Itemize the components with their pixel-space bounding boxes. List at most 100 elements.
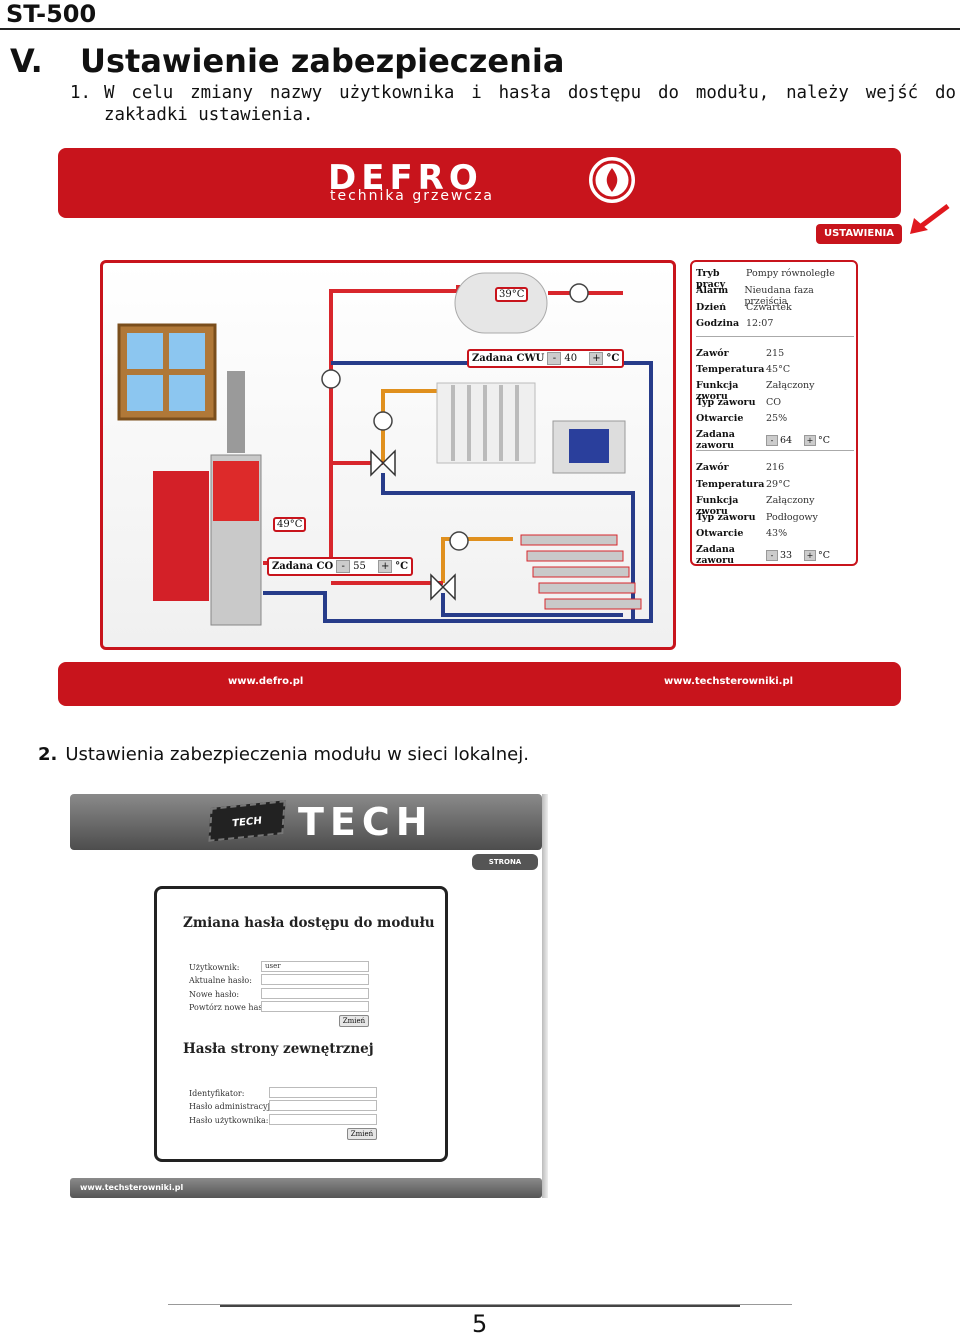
valve1-unit: °C — [818, 434, 831, 446]
heating-diagram: 39°C 49°C Zadana CWU - 40 + °C Zadana CO… — [100, 260, 676, 650]
identifier-label: Identyfikator: — [189, 1089, 245, 1098]
tank-temp: 39°C — [495, 287, 529, 302]
repeat-password-input[interactable] — [261, 1001, 369, 1012]
valve1-value: 215 — [766, 348, 785, 359]
home-button[interactable]: STRONA GŁÓWNA — [472, 854, 538, 882]
new-password-input[interactable] — [261, 988, 369, 999]
defro-footer: www.defro.pl www.techsterowniki.pl — [58, 662, 901, 706]
day-label: Dzień — [696, 302, 727, 313]
user-label: Użytkownik: — [189, 963, 240, 972]
section-number: V. — [10, 42, 43, 80]
change-password-button[interactable]: Zmień — [339, 1015, 369, 1027]
valve2-set-label: Zadana zaworu — [696, 544, 735, 566]
valve1-temp-value: 45°C — [766, 364, 791, 375]
valve1-open-label: Otwarcie — [696, 413, 744, 424]
change-external-button[interactable]: Zmień — [347, 1128, 377, 1140]
co-label: Zadana CO — [272, 561, 334, 572]
valve2-unit: °C — [818, 549, 831, 561]
document-title: ST-500 — [6, 0, 97, 28]
boiler-temp: 49°C — [273, 517, 307, 532]
alarm-value: Nieudana faza przejścia — [744, 285, 814, 307]
cwu-unit: °C — [606, 353, 620, 364]
valve1-func-value: Załączony — [766, 380, 815, 391]
co-setpoint: Zadana CO - 55 + °C — [267, 557, 414, 576]
valve1-set-label: Zadana zaworu — [696, 429, 735, 451]
time-label: Godzina — [696, 318, 740, 329]
valve1-type-value: CO — [766, 397, 782, 408]
tech-link[interactable]: www.techsterowniki.pl — [664, 676, 794, 687]
current-password-label: Aktualne hasło: — [189, 976, 252, 985]
red-arrow-icon — [910, 204, 950, 234]
user-input[interactable]: user — [261, 961, 369, 972]
chip-icon: TECH — [208, 800, 286, 842]
mode-value: Pompy równoległe — [746, 268, 835, 279]
section-heading: V. Ustawienie zabezpieczenia — [10, 42, 564, 80]
step-2-number: 2. — [38, 744, 58, 765]
valve2-temp-value: 29°C — [766, 479, 791, 490]
identifier-input[interactable] — [269, 1087, 377, 1098]
valve1-type-label: Typ zaworu — [696, 397, 756, 408]
co-value[interactable]: 55 — [353, 561, 366, 572]
cwu-minus-button[interactable]: - — [547, 352, 562, 365]
section-title: Ustawienie zabezpieczenia — [80, 42, 565, 80]
valve1-setpoint: -64 +°C — [766, 429, 830, 451]
valve2-setpoint: -33 +°C — [766, 544, 830, 566]
header-rule — [0, 28, 960, 30]
cwu-setpoint: Zadana CWU - 40 + °C — [467, 349, 625, 368]
pipe-schematic — [117, 272, 653, 626]
admin-password-input[interactable] — [269, 1100, 377, 1111]
valve1-plus-button[interactable]: + — [804, 434, 816, 446]
step-2: 2. Ustawienia zabezpieczenia modułu w sie… — [38, 744, 529, 765]
defro-link[interactable]: www.defro.pl — [228, 676, 304, 687]
valve1-temp-label: Temperatura — [696, 364, 765, 375]
valve1-set-value[interactable]: 64 — [780, 434, 793, 446]
alarm-label: Alarm — [696, 285, 729, 296]
password-panel: Zmiana hasła dostępu do modułu Użytkowni… — [154, 886, 448, 1162]
current-password-input[interactable] — [261, 974, 369, 985]
page-number: 5 — [472, 1310, 488, 1336]
step-2-text: Ustawienia zabezpieczenia modułu w sieci… — [65, 744, 529, 765]
password-section-title: Zmiana hasła dostępu do modułu — [183, 915, 435, 931]
valve2-value: 216 — [766, 462, 785, 473]
defro-tagline: technika grzewcza — [330, 188, 495, 204]
defro-screenshot: DEFRO technika grzewcza USTAWIENIA — [58, 148, 950, 708]
divider — [696, 336, 854, 337]
day-value: Czwartek — [746, 302, 792, 313]
repeat-password-label: Powtórz nowe hasło: — [189, 1003, 273, 1012]
step-1: 1. W celu zmiany nazwy użytkownika i has… — [70, 82, 956, 126]
valve2-open-value: 43% — [766, 528, 788, 539]
footer-rule-dark — [220, 1305, 740, 1307]
step-1-text: W celu zmiany nazwy użytkownika i hasła … — [104, 83, 956, 125]
settings-button[interactable]: USTAWIENIA — [816, 224, 902, 244]
valve2-func-value: Załączony — [766, 495, 815, 506]
tech-screenshot: TECH TECH STRONA GŁÓWNA Zmiana hasła dos… — [70, 794, 548, 1204]
user-password-label: Hasło użytkownika: — [189, 1116, 269, 1125]
status-panel: Tryb pracy Pompy równoległe Alarm Nieudana… — [690, 260, 858, 566]
defro-seal-icon — [586, 154, 638, 206]
cwu-value[interactable]: 40 — [564, 353, 578, 364]
footer-rule — [168, 1304, 792, 1305]
user-password-input[interactable] — [269, 1114, 377, 1125]
valve2-plus-button[interactable]: + — [804, 549, 816, 561]
time-value: 12:07 — [746, 318, 774, 329]
valve2-set-value[interactable]: 33 — [780, 549, 793, 561]
cwu-label: Zadana CWU — [472, 353, 545, 364]
valve1-label: Zawór — [696, 348, 729, 359]
defro-header: DEFRO technika grzewcza — [58, 148, 901, 218]
valve1-minus-button[interactable]: - — [766, 434, 778, 446]
tech-footer-link[interactable]: www.techsterowniki.pl — [70, 1178, 542, 1198]
cwu-plus-button[interactable]: + — [589, 352, 604, 365]
valve2-type-label: Typ zaworu — [696, 512, 756, 523]
admin-password-label: Hasło administracyjne: — [189, 1102, 283, 1111]
mode-label: Tryb pracy — [696, 268, 726, 290]
co-minus-button[interactable]: - — [336, 560, 351, 573]
valve2-open-label: Otwarcie — [696, 528, 744, 539]
valve2-type-value: Podłogowy — [766, 512, 818, 523]
valve1-open-value: 25% — [766, 413, 788, 424]
co-plus-button[interactable]: + — [378, 560, 393, 573]
co-unit: °C — [395, 561, 409, 572]
tech-header: TECH TECH — [70, 794, 542, 850]
valve2-minus-button[interactable]: - — [766, 549, 778, 561]
tech-logo: TECH — [298, 800, 434, 844]
defro-logo: DEFRO — [328, 158, 483, 198]
